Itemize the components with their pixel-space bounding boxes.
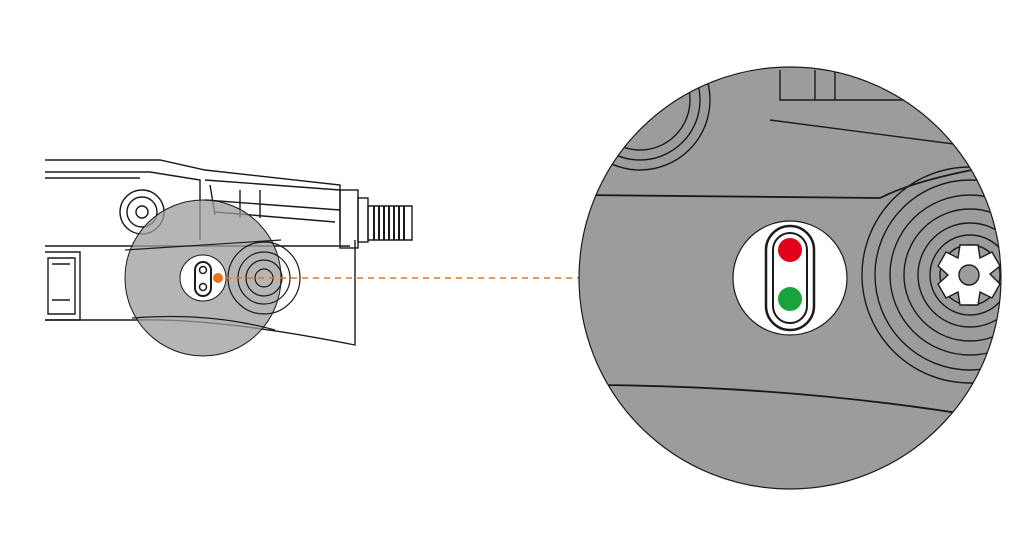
connector-star-icon — [937, 244, 1001, 306]
status-led-top — [778, 238, 802, 262]
device-thread-connector — [367, 205, 413, 241]
status-led-bottom — [778, 287, 802, 311]
device-flange — [339, 189, 359, 249]
callout-start-dot — [213, 273, 223, 283]
